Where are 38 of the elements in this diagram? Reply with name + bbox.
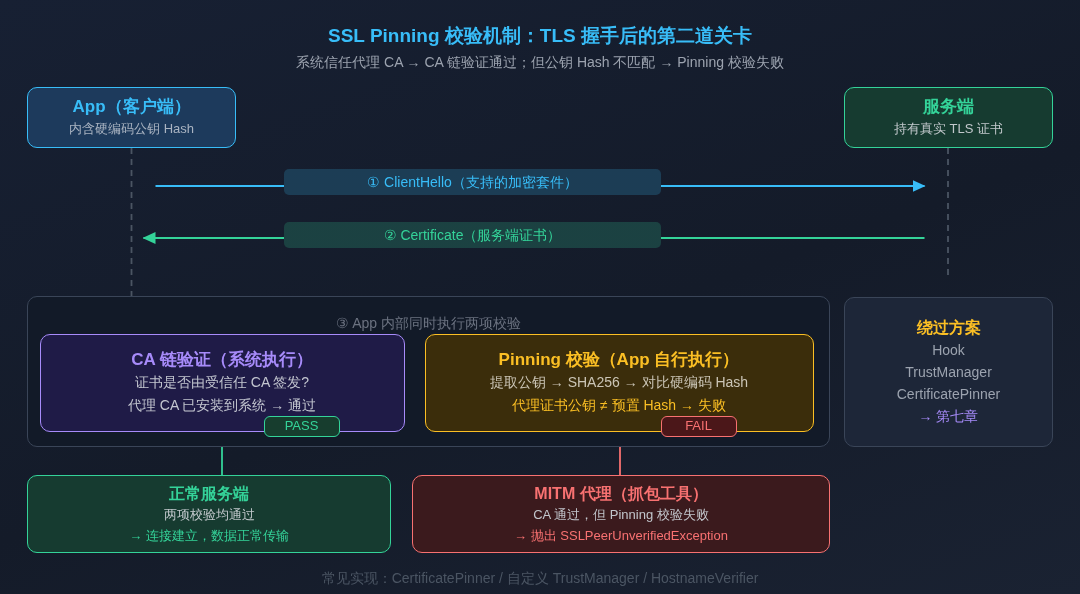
node-text: CertificatePinner — [896, 385, 1001, 404]
node-text: → 抛出 SSLPeerUnverifiedException — [514, 526, 728, 545]
dashed-line — [130, 147, 133, 297]
node-heading: 正常服务端 — [169, 483, 249, 504]
node-heading: MITM 代理（抓包工具） — [534, 483, 708, 504]
verification-card — [39, 333, 405, 432]
message-label: ② Certificate（服务端证书） — [284, 222, 661, 248]
node-heading: App（客户端） — [72, 95, 191, 118]
node-text: → 连接建立，数据正常传输 — [129, 526, 289, 545]
result-box — [412, 475, 830, 553]
result-box — [27, 475, 391, 553]
node-text: 持有真实 TLS 证书 — [893, 119, 1004, 138]
panel-label: ③ App 内部同时执行两项校验 — [336, 314, 521, 332]
node-text: 代理证书公钥 ≠ 预置 Hash → 失败 — [512, 396, 726, 415]
node-text: 代理 CA 已安装到系统 → 通过 — [127, 396, 317, 415]
message-label: ① ClientHello（支持的加密套件） — [284, 169, 661, 195]
node-text: 两项校验均通过 — [163, 505, 255, 524]
node-heading: CA 链验证（系统执行） — [131, 349, 313, 371]
node-heading: 绕过方案 — [916, 318, 981, 338]
node-text: 提取公钥 → SHA256 → 对比硬编码 Hash — [489, 373, 749, 392]
node-text: → 第七章 — [918, 407, 979, 426]
node-heading: Pinning 校验（App 自行执行） — [498, 349, 740, 371]
node-text: 证书是否由受信任 CA 签发? — [134, 373, 310, 392]
title: SSL Pinning 校验机制：TLS 握手后的第二道关卡 — [328, 24, 752, 47]
tag-label: PASS — [284, 418, 319, 434]
client-box — [27, 87, 236, 148]
subtitle: 系统信任代理 CA → CA 链验证通过；但公钥 Hash 不匹配 → Pinning 校验失败 — [296, 53, 784, 72]
node-heading: 服务端 — [923, 95, 974, 118]
connector-line — [221, 446, 223, 476]
node-text: Hook — [932, 341, 965, 360]
group-panel — [27, 296, 830, 447]
node-text: CA 通过，但 Pinning 校验失败 — [533, 505, 709, 524]
verification-card — [424, 333, 814, 432]
info-panel — [844, 297, 1053, 447]
node-text: 内含硬编码公钥 Hash — [69, 119, 194, 138]
node-text: TrustManager — [905, 363, 992, 382]
connector-line — [619, 446, 621, 476]
tag-label: FAIL — [685, 418, 712, 434]
